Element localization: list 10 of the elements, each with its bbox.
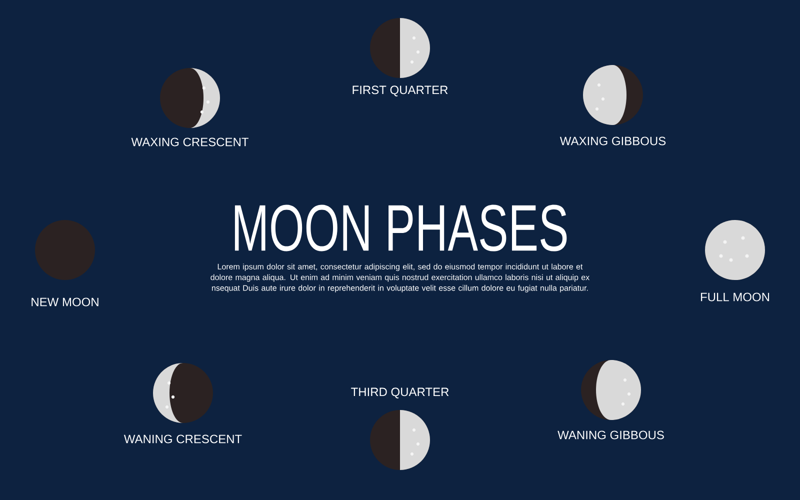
phase-label: NEW MOON	[32, 298, 98, 306]
phase-label: FIRST QUARTER	[352, 86, 448, 96]
phase-label: WANING CRESCENT	[124, 434, 242, 444]
phase-label: WAXING GIBBOUS	[560, 136, 666, 146]
phase-label: WAXING CRESCENT	[131, 138, 248, 146]
title: MOON PHASES	[234, 204, 567, 252]
phase-label: WANING GIBBOUS	[558, 430, 664, 440]
phase-label: FULL MOON	[700, 292, 770, 302]
phase-label: THIRD QUARTER	[351, 388, 449, 398]
description-text: Lorem ipsum dolor sit amet, consectetur adipiscing elit, sed do eiusmod tempor incididunt ut labore et dolore magna aliqua. Ut enim ad minim veniam quis nostrud exercitation ullamco laboris nisi ut aliquip ex nsequat Duis aute irure dolor in reprehenderit in voluptate velit esse cillum dolore eu fugiat nulla pariatur.	[210, 264, 590, 292]
